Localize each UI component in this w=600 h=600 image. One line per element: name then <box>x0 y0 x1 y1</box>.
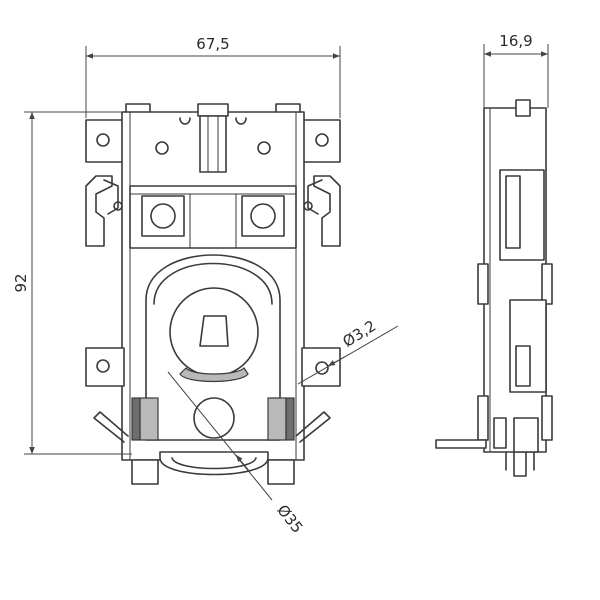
mid-right-ear <box>301 347 341 387</box>
inner-ring <box>179 367 249 383</box>
upper-cap <box>169 287 259 377</box>
right-foot <box>267 459 295 485</box>
side-body <box>483 107 547 453</box>
mid-left-ear <box>85 347 125 387</box>
mid-left-ear-hole <box>96 359 110 373</box>
right-clip-hook <box>307 179 323 215</box>
right-rivet <box>303 201 313 211</box>
top-tab <box>197 103 229 117</box>
outer-diameter-label: Ø35 <box>273 501 306 536</box>
mid-right-ear-hole <box>315 361 329 375</box>
top-right-ear <box>301 119 341 163</box>
hole-diameter-label: Ø3,2 <box>339 317 379 351</box>
height-label: 92 <box>12 273 30 292</box>
top-left-hole <box>155 141 169 155</box>
top-left-ear-hole <box>96 133 110 147</box>
dimension-lines <box>24 44 549 501</box>
central-stem <box>199 115 227 173</box>
lower-knob <box>193 397 235 439</box>
side-top-tab <box>515 99 531 117</box>
side-bottom-tab <box>435 439 487 449</box>
top-right-ear-hole <box>315 133 329 147</box>
top-right-hole <box>257 141 271 155</box>
left-terminal-hole <box>150 203 176 229</box>
depth-label: 16,9 <box>499 32 532 50</box>
side-pins <box>505 451 535 477</box>
left-clip-hook <box>103 179 119 215</box>
top-bracket <box>125 103 151 113</box>
left-rivet <box>113 201 123 211</box>
left-spring <box>93 411 129 443</box>
front-view <box>85 103 341 485</box>
width-label: 67,5 <box>196 35 229 53</box>
right-lower-tab <box>267 397 287 441</box>
right-terminal-hole <box>250 203 276 229</box>
side-view <box>435 99 553 477</box>
left-foot <box>131 459 159 485</box>
left-clip <box>85 175 113 247</box>
right-clip <box>313 175 341 247</box>
top-left-ear <box>85 119 125 163</box>
left-lower-tab <box>139 397 159 441</box>
right-spring <box>295 411 331 443</box>
